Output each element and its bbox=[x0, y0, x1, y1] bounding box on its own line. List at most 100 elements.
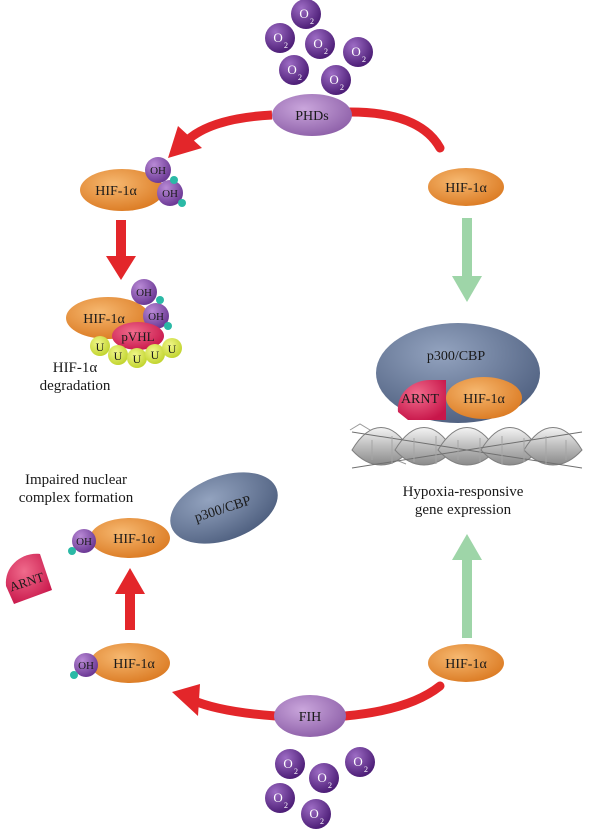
svg-text:2: 2 bbox=[340, 83, 344, 92]
o2-molecule: O 2 bbox=[279, 55, 309, 85]
svg-text:2: 2 bbox=[298, 73, 302, 82]
teal-dot bbox=[178, 199, 186, 207]
oh-group: OH bbox=[145, 157, 171, 183]
teal-dot bbox=[164, 322, 172, 330]
phd-hydroxylation-arrow bbox=[168, 107, 445, 158]
svg-text:U: U bbox=[114, 349, 123, 363]
svg-text:degradation: degradation bbox=[40, 378, 111, 394]
svg-text:HIF-1α: HIF-1α bbox=[95, 184, 137, 199]
o2-molecule: O 2 bbox=[309, 763, 339, 793]
fih-enzyme: FIH bbox=[274, 695, 346, 737]
arnt-hif-dimer: ARNT HIF-1α bbox=[397, 377, 522, 420]
svg-text:gene expression: gene expression bbox=[415, 502, 512, 518]
phds-enzyme: PHDs bbox=[272, 94, 352, 136]
svg-text:2: 2 bbox=[328, 781, 332, 790]
svg-text:O: O bbox=[351, 44, 360, 59]
stabilization-arrow bbox=[452, 218, 482, 302]
svg-text:pVHL: pVHL bbox=[121, 329, 154, 344]
impaired-complex: HIF-1α OH bbox=[68, 518, 170, 558]
oh-group: OH bbox=[72, 529, 96, 553]
o2-molecule: O 2 bbox=[321, 65, 351, 95]
svg-text:HIF-1α: HIF-1α bbox=[53, 360, 98, 376]
hif-1a-top-right: HIF-1α bbox=[428, 168, 504, 206]
svg-text:U: U bbox=[168, 342, 177, 356]
o2-molecule: O 2 bbox=[291, 0, 321, 29]
svg-text:OH: OH bbox=[150, 165, 166, 177]
svg-text:O: O bbox=[353, 754, 362, 769]
hif-1a-bottom-right: HIF-1α bbox=[428, 644, 504, 682]
svg-text:OH: OH bbox=[162, 188, 178, 200]
svg-text:U: U bbox=[133, 352, 142, 366]
oh-group: OH bbox=[157, 180, 183, 206]
o2-molecules-bottom: O 2 O 2 O 2 O 2 O 2 bbox=[265, 747, 375, 829]
svg-text:OH: OH bbox=[136, 287, 152, 299]
svg-text:O: O bbox=[329, 72, 338, 87]
teal-dot bbox=[70, 671, 78, 679]
svg-text:2: 2 bbox=[284, 41, 288, 50]
degradation-caption: HIF-1α degradation bbox=[40, 360, 111, 394]
hif-1a-hydroxylated: HIF-1α OH OH bbox=[80, 157, 186, 211]
svg-text:OH: OH bbox=[78, 660, 94, 672]
svg-text:Impaired nuclear: Impaired nuclear bbox=[25, 472, 127, 488]
impairment-arrow bbox=[115, 568, 145, 630]
svg-text:complex formation: complex formation bbox=[19, 490, 134, 506]
hypoxia-caption: Hypoxia-responsive gene expression bbox=[403, 484, 524, 518]
svg-text:PHDs: PHDs bbox=[295, 109, 328, 124]
svg-text:2: 2 bbox=[294, 767, 298, 776]
fih-hydroxylation-arrow bbox=[172, 681, 445, 721]
svg-text:2: 2 bbox=[320, 817, 324, 826]
o2-molecule: O 2 bbox=[265, 783, 295, 813]
svg-text:O: O bbox=[313, 36, 322, 51]
o2-molecule: O 2 bbox=[275, 749, 305, 779]
svg-text:O: O bbox=[309, 806, 318, 821]
o2-molecule: O 2 bbox=[265, 23, 295, 53]
hif-1a-fih-hydroxylated: HIF-1α OH bbox=[70, 643, 170, 683]
degradation-complex: HIF-1α OH OH pVHL U U U U U bbox=[66, 279, 182, 368]
o2-molecule: O 2 bbox=[345, 747, 375, 777]
ubiquitin-chain: U U U U U bbox=[90, 336, 182, 368]
teal-dot bbox=[170, 176, 178, 184]
svg-text:U: U bbox=[151, 348, 160, 362]
degradation-arrow bbox=[106, 220, 136, 280]
teal-dot bbox=[156, 296, 164, 304]
svg-text:O: O bbox=[317, 770, 326, 785]
o2-molecule: O 2 bbox=[301, 799, 331, 829]
svg-text:HIF-1α: HIF-1α bbox=[445, 657, 487, 672]
svg-text:OH: OH bbox=[76, 536, 92, 548]
oh-group: OH bbox=[131, 279, 157, 305]
svg-text:FIH: FIH bbox=[299, 710, 322, 725]
svg-text:2: 2 bbox=[310, 17, 314, 26]
svg-text:2: 2 bbox=[324, 47, 328, 56]
svg-text:ARNT: ARNT bbox=[401, 392, 440, 407]
svg-text:2: 2 bbox=[284, 801, 288, 810]
svg-text:p300/CBP: p300/CBP bbox=[427, 349, 486, 364]
svg-text:HIF-1α: HIF-1α bbox=[83, 312, 125, 327]
oh-group: OH bbox=[74, 653, 98, 677]
svg-text:O: O bbox=[299, 6, 308, 21]
svg-text:OH: OH bbox=[148, 311, 164, 323]
svg-text:O: O bbox=[273, 30, 282, 45]
svg-text:HIF-1α: HIF-1α bbox=[463, 392, 505, 407]
svg-text:Hypoxia-responsive: Hypoxia-responsive bbox=[403, 484, 524, 500]
o2-molecule: O 2 bbox=[305, 29, 335, 59]
teal-dot bbox=[68, 547, 76, 555]
svg-text:HIF-1α: HIF-1α bbox=[113, 532, 155, 547]
svg-text:O: O bbox=[283, 756, 292, 771]
svg-text:O: O bbox=[287, 62, 296, 77]
stabilization-arrow-lower bbox=[452, 534, 482, 638]
svg-text:O: O bbox=[273, 790, 282, 805]
impaired-caption: Impaired nuclear complex formation bbox=[19, 472, 134, 506]
svg-text:HIF-1α: HIF-1α bbox=[445, 181, 487, 196]
svg-text:HIF-1α: HIF-1α bbox=[113, 657, 155, 672]
pvhl-protein: pVHL bbox=[112, 322, 164, 350]
o2-molecule: O 2 bbox=[343, 37, 373, 67]
oh-group: OH bbox=[143, 303, 169, 329]
svg-text:U: U bbox=[96, 340, 105, 354]
p300-cbp-unbound: p300/CBP bbox=[170, 472, 278, 544]
svg-text:2: 2 bbox=[364, 765, 368, 774]
arnt-unbound: ARNT bbox=[5, 553, 53, 604]
dna-helix bbox=[349, 423, 583, 469]
svg-text:2: 2 bbox=[362, 55, 366, 64]
o2-molecules-top: O 2 O 2 O 2 O 2 O 2 O 2 bbox=[265, 0, 373, 95]
